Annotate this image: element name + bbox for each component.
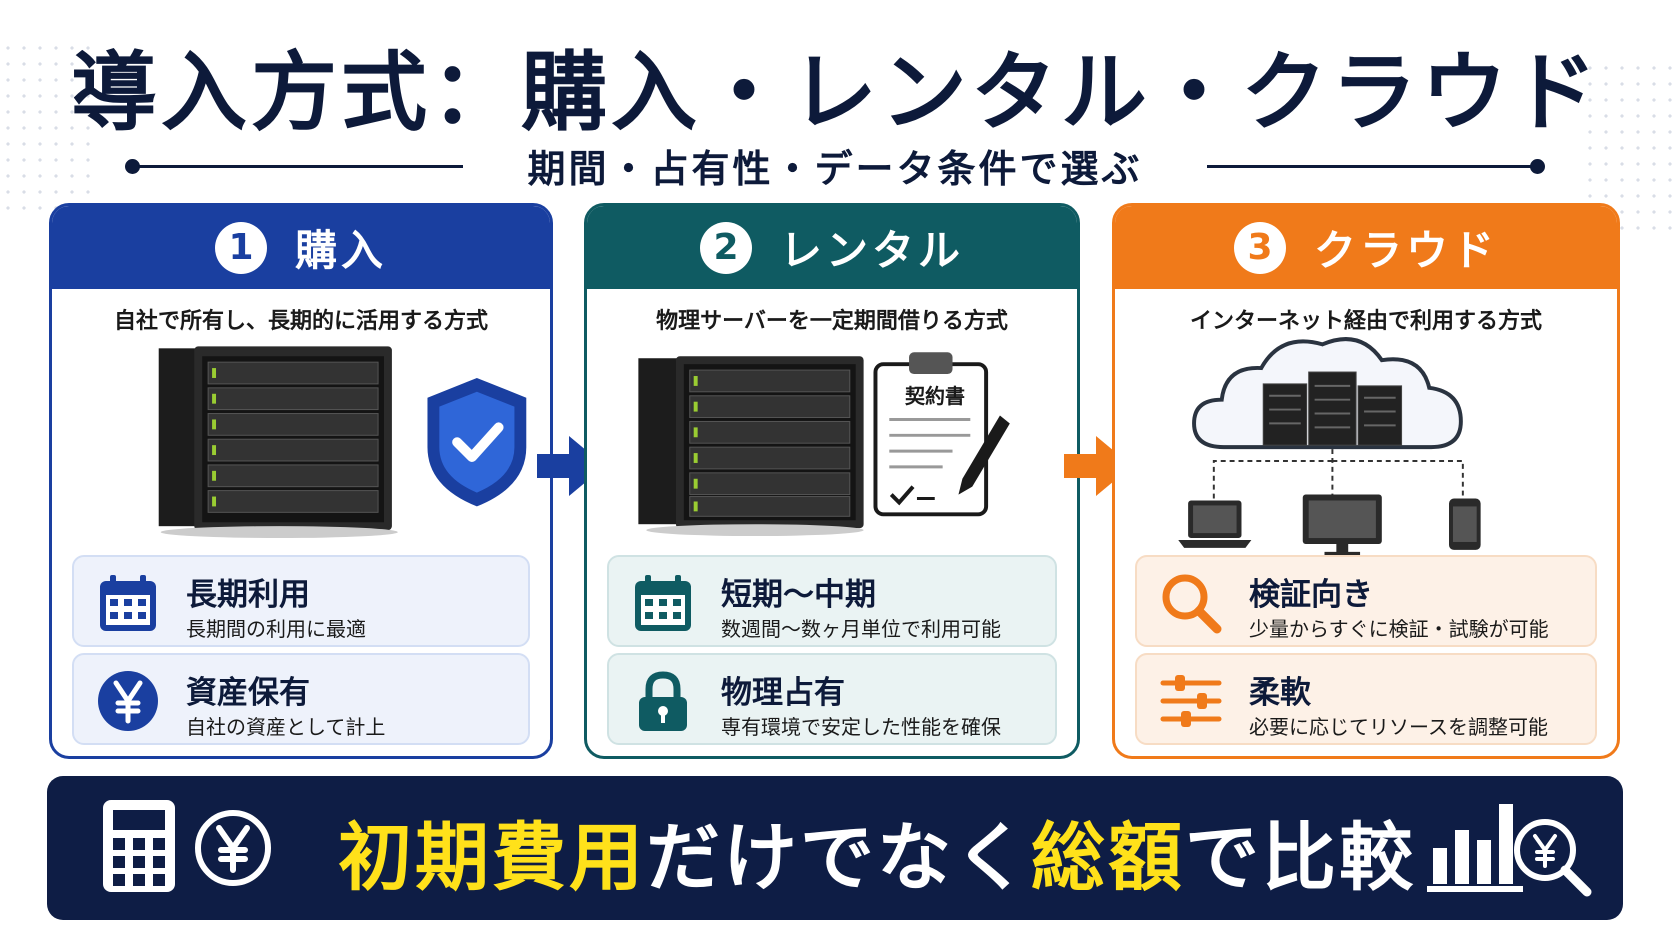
feature-title: 短期〜中期 [721,577,876,613]
magnifier-icon [1162,574,1222,634]
bottom-message: 初期費用だけでなく総額で比較 [307,798,1447,905]
contract-label: 契約書 [905,384,965,408]
feature-verification: 検証向き 少量からすぐに検証・試験が可能 [1135,555,1597,647]
feature-description: 少量からすぐに検証・試験が可能 [1249,617,1549,641]
smartphone-icon [1449,498,1481,550]
subtitle-line-right [1207,165,1537,168]
panel-title: レンタル [779,226,964,275]
panel-title: 購入 [294,226,387,275]
subtitle-line-left [133,165,463,168]
rental-illustration [638,352,1010,537]
calendar-icon [100,575,156,631]
bottom-banner: 初期費用だけでなく総額で比較 [47,776,1623,920]
calculator-icon [103,800,175,892]
panel-number: 1 [214,221,267,274]
feature-title: 物理占有 [721,675,845,711]
decorative-dots-right [1582,60,1672,230]
panel-cloud-header: 3 クラウド [1115,206,1617,289]
feature-description: 長期間の利用に最適 [186,617,366,641]
feature-title: 資産保有 [186,675,310,711]
panel-rental-header: 2 レンタル [587,206,1077,289]
bottom-text-end: で比較 [1185,815,1416,901]
arrow-right-icon [1064,436,1132,496]
highlight-total-cost: 総額 [1031,815,1185,901]
padlock-icon [639,671,687,731]
cloud-illustration [1178,337,1481,557]
highlight-initial-cost: 初期費用 [338,815,646,901]
feature-description: 数週間〜数ヶ月単位で利用可能 [721,617,1001,641]
feature-title: 検証向き [1249,577,1373,613]
server-tower-icon [158,346,398,539]
feature-asset: 資産保有 自社の資産として計上 [72,653,530,745]
cloud-servers-icon [1192,337,1463,450]
bar-chart-search-icon [1427,804,1592,897]
contract-clipboard-icon [873,352,1010,517]
panel-description: 自社で所有し、長期的に活用する方式 [113,309,488,334]
feature-long-term: 長期利用 長期間の利用に最適 [72,555,530,647]
panel-description: 物理サーバーを一定期間借りる方式 [656,309,1008,334]
subtitle-dot-left [125,159,140,174]
purchase-illustration [158,346,527,539]
yen-circle-icon [195,810,271,886]
bottom-text-middle: だけでなく [646,815,1031,901]
feature-description: 専有環境で安定した性能を確保 [721,715,1001,739]
panel-purchase-header: 1 購入 [52,206,550,289]
laptop-icon [1178,500,1252,548]
page-title: 導入方式：購入・レンタル・クラウド [71,43,1601,143]
yen-coin-icon [98,671,158,731]
page-subtitle: 期間・占有性・データ条件で選ぶ [527,147,1143,191]
server-tower-icon [638,356,864,537]
feature-title: 柔軟 [1249,675,1311,711]
calendar-icon [635,575,691,631]
subtitle-row: 期間・占有性・データ条件で選ぶ [125,138,1545,194]
shield-check-icon [427,377,527,507]
feature-physical: 物理占有 専有環境で安定した性能を確保 [607,653,1057,745]
panel-purchase: 1 購入 自社で所有し、長期的に活用する方式 [49,203,553,759]
panel-cloud: 3 クラウド インターネット経由で利用する方式 [1112,203,1620,759]
panel-rental: 2 レンタル 物理サーバーを一定期間借りる方式 [584,203,1080,759]
panel-number: 2 [699,221,752,274]
panel-number: 3 [1233,221,1286,274]
feature-flexible: 柔軟 必要に応じてリソースを調整可能 [1135,653,1597,745]
feature-title: 長期利用 [186,577,310,613]
feature-description: 必要に応じてリソースを調整可能 [1249,715,1548,739]
feature-description: 自社の資産として計上 [186,715,386,739]
monitor-icon [1302,494,1382,557]
feature-short-term: 短期〜中期 数週間〜数ヶ月単位で利用可能 [607,555,1057,647]
decorative-dots-left [0,40,90,210]
subtitle-dot-right [1530,159,1545,174]
sliders-icon [1160,675,1222,727]
panel-title: クラウド [1313,226,1498,275]
arrow-right-icon [537,436,605,496]
panel-description: インターネット経由で利用する方式 [1189,309,1542,334]
